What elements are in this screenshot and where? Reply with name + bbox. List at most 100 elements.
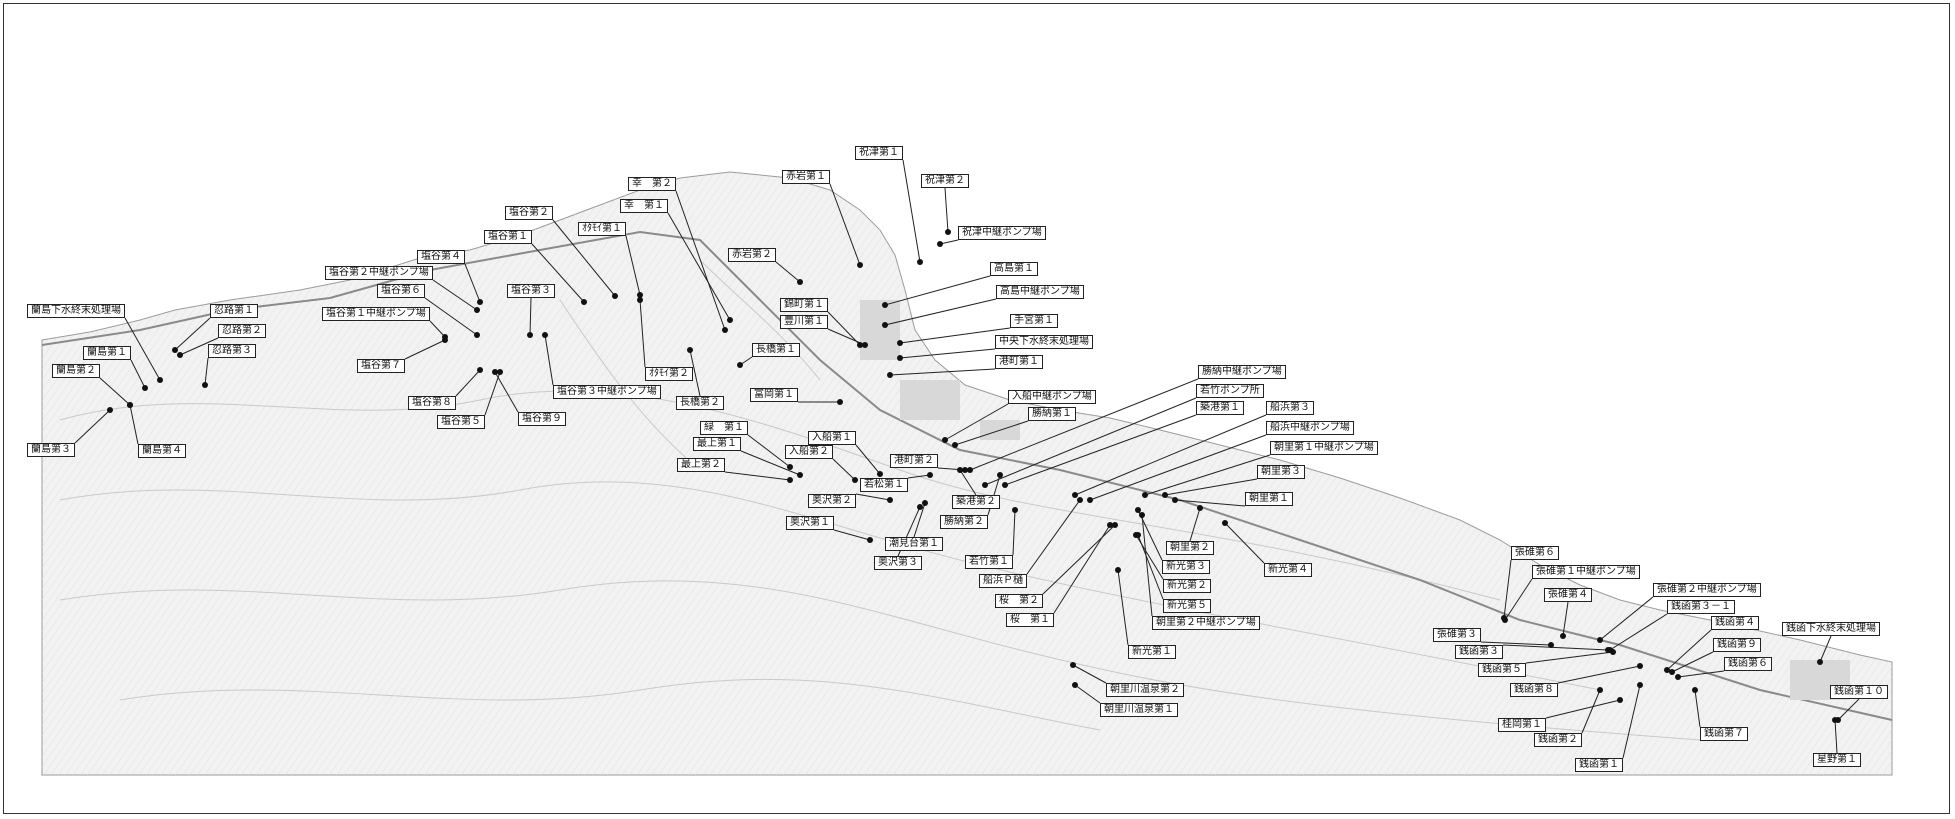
station-point: [1172, 497, 1178, 503]
station-label: 築港第１: [1196, 401, 1244, 415]
leader-line: [884, 298, 997, 326]
leader-line: [464, 263, 481, 303]
station-label: 若竹ポンプ所: [1196, 384, 1264, 398]
leader-line: [984, 397, 1197, 486]
leader-line: [954, 420, 1029, 446]
station-point: [1135, 507, 1141, 513]
station-point: [527, 332, 533, 338]
station-label: 蘭島第３: [27, 443, 75, 457]
station-point: [1692, 687, 1698, 693]
station-label: 桜 第２: [995, 594, 1043, 608]
station-label: 銭函第４: [1711, 616, 1759, 630]
station-point: [612, 293, 618, 299]
station-point: [202, 382, 208, 388]
leader-line: [1557, 665, 1641, 684]
leader-line: [1694, 689, 1701, 728]
leader-line: [429, 320, 446, 338]
leader-line: [1504, 578, 1533, 621]
station-point: [962, 467, 968, 473]
station-point: [722, 327, 728, 333]
leader-line: [552, 219, 616, 297]
leader-line: [1609, 613, 1668, 651]
station-label: 幸 第２: [628, 177, 676, 191]
leader-line: [740, 450, 801, 476]
leader-line: [124, 317, 161, 381]
station-label: 祝津第１: [855, 146, 903, 160]
station-label: ｵﾀﾓｲ第１: [578, 222, 626, 236]
station-label: 勝納中継ポンプ場: [1198, 365, 1286, 379]
station-label: 銭函第１０: [1830, 685, 1888, 699]
station-point: [581, 299, 587, 305]
leader-line: [639, 299, 646, 368]
station-point: [1112, 522, 1118, 528]
station-point: [737, 362, 743, 368]
station-label: 船浜中継ポンプ場: [1266, 421, 1354, 435]
station-point: [927, 472, 933, 478]
station-point: [687, 347, 693, 353]
leader-line: [74, 409, 111, 444]
leader-line: [544, 334, 554, 386]
station-point: [1832, 717, 1838, 723]
leader-line: [1012, 509, 1016, 556]
station-point: [867, 537, 873, 543]
station-point: [1135, 532, 1141, 538]
station-label: 富岡第１: [750, 388, 798, 402]
station-label: 朝里第３: [1257, 465, 1305, 479]
station-label: 銭函第３: [1455, 645, 1503, 659]
station-label: 塩谷第３中継ポンプ場: [553, 385, 661, 399]
leader-line: [889, 368, 996, 376]
station-point: [1669, 669, 1675, 675]
leader-line: [204, 357, 209, 386]
station-label: 蘭島第２: [52, 364, 100, 378]
leader-line: [832, 458, 856, 481]
leader-line: [1224, 522, 1265, 564]
leader-line: [899, 327, 1011, 344]
station-point: [492, 369, 498, 375]
leader-line: [1562, 601, 1569, 637]
station-point: [837, 399, 843, 405]
station-point: [1610, 649, 1616, 655]
station-label: 塩谷第２中継ポンプ場: [325, 266, 433, 280]
station-label: 港町第１: [995, 355, 1043, 369]
leader-line: [1141, 514, 1153, 617]
station-point: [1162, 492, 1168, 498]
leader-line: [1144, 454, 1271, 496]
station-label: 赤岩第１: [782, 170, 830, 184]
station-label: 塩谷第１: [484, 230, 532, 244]
station-point: [1637, 663, 1643, 669]
station-point: [797, 472, 803, 478]
station-label: 忍路第１: [210, 304, 258, 318]
station-label: 銭函下水終末処理場: [1782, 622, 1880, 636]
station-label: 張碓第１中継ポンプ場: [1532, 565, 1640, 579]
leader-line: [944, 187, 949, 233]
station-label: 朝里第２: [1166, 541, 1214, 555]
station-point: [477, 367, 483, 373]
station-label: 手宮第１: [1010, 314, 1058, 328]
station-label: 張碓第３: [1433, 628, 1481, 642]
leader-line: [1671, 651, 1714, 673]
station-label: 新光第５: [1163, 599, 1211, 613]
station-point: [637, 292, 643, 298]
station-point: [857, 262, 863, 268]
leader-line: [675, 190, 726, 331]
station-label: 幸 第１: [620, 199, 668, 213]
station-point: [882, 302, 888, 308]
leader-line: [455, 369, 481, 397]
station-point: [957, 467, 963, 473]
station-point: [922, 500, 928, 506]
station-point: [1617, 697, 1623, 703]
station-label: 長橋第１: [752, 343, 800, 357]
leader-line: [529, 297, 532, 336]
station-label: 勝納第２: [940, 515, 988, 529]
station-point: [1605, 647, 1611, 653]
station-point: [1548, 642, 1554, 648]
station-point: [882, 322, 888, 328]
station-label: 高島中継ポンプ場: [996, 285, 1084, 299]
station-point: [952, 442, 958, 448]
station-point: [142, 385, 148, 391]
station-label: 張碓第４: [1544, 588, 1592, 602]
station-label: 朝里第２中継ポンプ場: [1152, 616, 1260, 630]
station-point: [967, 467, 973, 473]
station-label: 新光第３: [1162, 560, 1210, 574]
